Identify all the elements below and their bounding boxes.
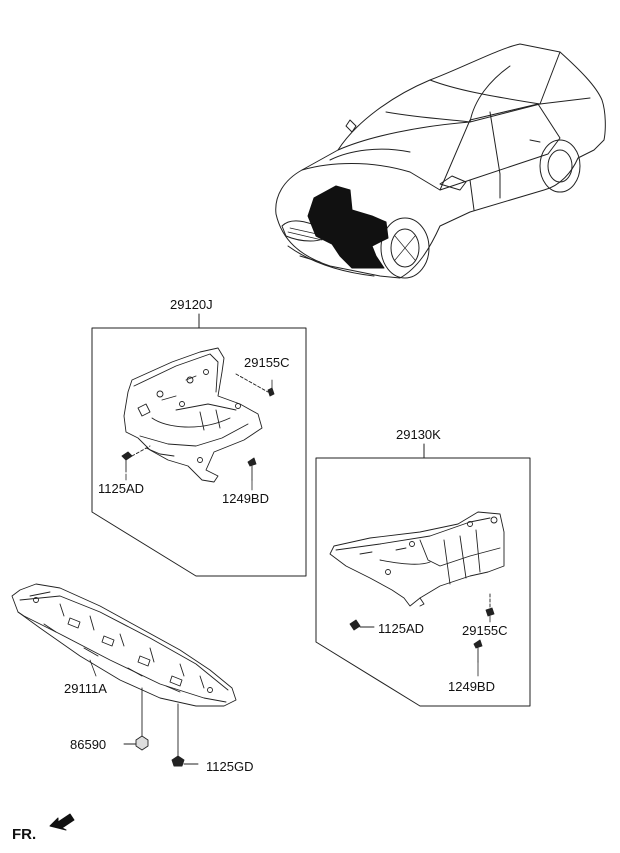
label-29120J: 29120J <box>170 297 213 312</box>
label-front-direction: FR. <box>12 826 37 843</box>
group-box-rear <box>315 443 531 707</box>
front-direction-arrow-icon <box>49 813 75 831</box>
rear-side-undercover <box>329 511 505 607</box>
leader-lines <box>89 379 491 677</box>
label-1125GD: 1125GD <box>206 759 254 774</box>
fasteners-main <box>123 687 199 767</box>
label-1249BD-rear: 1249BD <box>448 679 495 694</box>
label-1125AD-front: 1125AD <box>98 481 145 496</box>
highlighted-undercover <box>307 185 389 269</box>
label-86590: 86590 <box>70 737 107 752</box>
label-29155C-front: 29155C <box>244 355 290 370</box>
group-box-front <box>91 313 307 577</box>
front-side-undercover <box>123 347 263 483</box>
label-29155C-rear: 29155C <box>462 623 508 638</box>
label-29130K: 29130K <box>396 427 441 442</box>
label-29111A: 29111A <box>64 681 107 696</box>
car-illustration <box>275 43 606 279</box>
main-undercover <box>11 583 237 707</box>
label-1249BD-front: 1249BD <box>222 491 269 506</box>
fasteners-front <box>121 373 275 481</box>
fasteners-rear <box>349 593 495 663</box>
label-1125AD-rear: 1125AD <box>378 621 425 636</box>
